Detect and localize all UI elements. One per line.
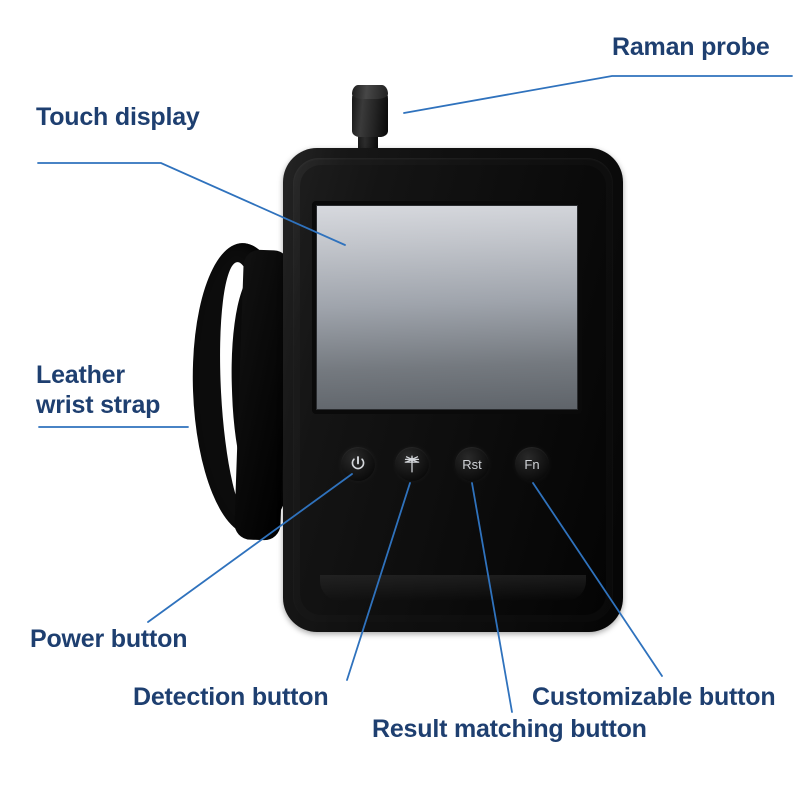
touch-display-screen[interactable] — [316, 205, 578, 410]
fn-button-label: Fn — [524, 456, 540, 472]
annotation-touch-display: Touch display — [36, 103, 200, 131]
annotation-customizable-button: Customizable button — [532, 683, 776, 711]
device-chin-highlight — [320, 575, 586, 601]
result-matching-button[interactable]: Rst — [455, 447, 489, 481]
laser-burst-icon — [404, 455, 420, 473]
rst-button-label: Rst — [462, 456, 482, 472]
annotation-result-matching-button: Result matching button — [372, 715, 647, 743]
detection-button[interactable] — [395, 447, 429, 481]
customizable-button[interactable]: Fn — [515, 447, 549, 481]
annotation-detection-button: Detection button — [133, 683, 329, 711]
annotation-raman-probe: Raman probe — [612, 33, 770, 61]
power-button[interactable] — [341, 447, 375, 481]
annotation-power-button: Power button — [30, 625, 188, 653]
raman-probe-cap — [352, 85, 388, 137]
annotation-leather-wrist-strap: Leather wrist strap — [36, 361, 161, 419]
power-icon — [351, 456, 365, 470]
